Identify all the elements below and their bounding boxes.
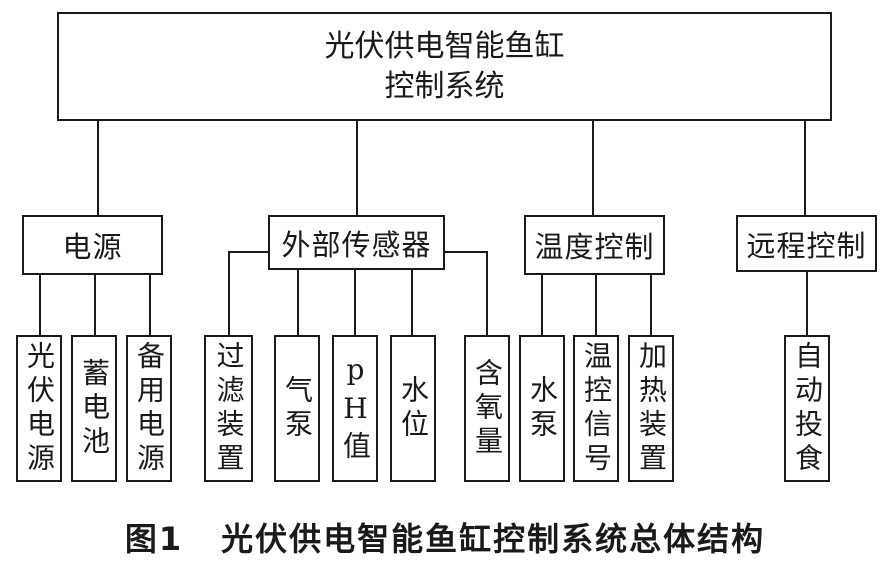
figure-number: 图1 (124, 520, 184, 558)
category-remote-control: 远程控制 (736, 215, 877, 272)
leaf-label: pH值 (339, 352, 372, 465)
leaf-label: 水位 (397, 374, 430, 443)
leaf-label: 过滤装置 (212, 340, 246, 477)
category-power: 电源 (22, 215, 163, 275)
leaf-backup-power: 备用电源 (126, 335, 172, 482)
category-label: 外部传感器 (281, 227, 432, 262)
leaf-filter-device: 过滤装置 (204, 335, 253, 482)
leaf-label: 备用电源 (133, 340, 166, 477)
figure-title: 光伏供电智能鱼缸控制系统总体结构 (221, 520, 766, 558)
leaf-water-level: 水位 (390, 335, 436, 482)
category-temperature-control: 温度控制 (524, 215, 665, 275)
leaf-label: 气泵 (281, 374, 314, 443)
leaf-label: 含氧量 (471, 357, 504, 460)
category-label: 电源 (62, 230, 123, 264)
leaf-heater: 加热装置 (628, 335, 674, 482)
leaf-pv-power: 光伏电源 (16, 335, 62, 482)
leaf-label: 水泵 (526, 374, 559, 443)
leaf-label: 蓄电池 (78, 357, 111, 460)
figure-caption: 图1 光伏供电智能鱼缸控制系统总体结构 (0, 514, 890, 560)
leaf-label: 加热装置 (635, 340, 668, 477)
root-node: 光伏供电智能鱼缸 控制系统 (57, 12, 832, 121)
leaf-label: 温控信号 (580, 340, 613, 477)
leaf-water-pump: 水泵 (519, 335, 565, 482)
leaf-air-pump: 气泵 (274, 335, 320, 482)
category-label: 远程控制 (746, 228, 867, 263)
category-label: 温度控制 (534, 230, 655, 264)
leaf-battery: 蓄电池 (71, 335, 117, 482)
root-label: 光伏供电智能鱼缸 控制系统 (324, 28, 565, 104)
leaf-oxygen-content: 含氧量 (464, 335, 510, 482)
leaf-label: 光伏电源 (23, 340, 56, 477)
leaf-temp-signal: 温控信号 (573, 335, 619, 482)
leaf-auto-feeding: 自动投食 (784, 335, 830, 482)
category-external-sensors: 外部传感器 (268, 215, 445, 270)
leaf-ph-value: pH值 (332, 335, 378, 482)
leaf-label: 自动投食 (791, 340, 824, 477)
